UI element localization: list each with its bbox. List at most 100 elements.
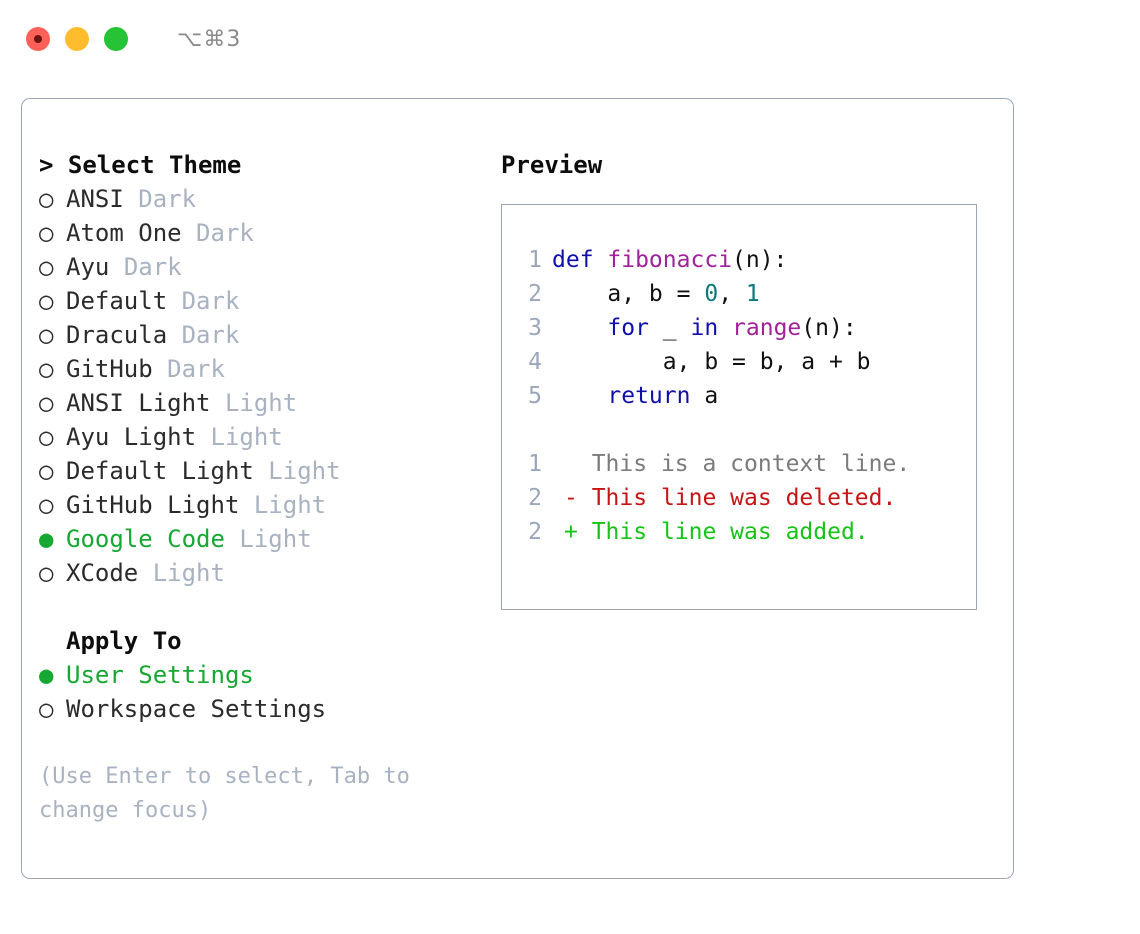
code-token-kw: in [690, 315, 719, 341]
keyboard-hint-text: (Use Enter to select, Tab to change focu… [39, 764, 424, 823]
diff-spacer [552, 481, 564, 515]
code-token-plain: , [718, 281, 746, 307]
theme-option-ansi-light[interactable]: ○ ANSI Light Light [39, 386, 479, 420]
theme-option-variant-tag: Light [253, 491, 327, 519]
radio-unselected-icon: ○ [39, 219, 54, 247]
recording-dot-icon [34, 35, 42, 43]
code-token-plain [552, 383, 607, 409]
theme-option-variant-tag: Dark [181, 321, 240, 349]
code-line: 2 a, b = 0, 1 [516, 277, 976, 311]
code-token-kw: return [607, 383, 691, 409]
code-token-num: 0 [704, 281, 719, 307]
code-diff-separator [516, 413, 976, 447]
theme-option-label: Dracula [66, 321, 168, 349]
code-token-fn: fibonacci [607, 247, 733, 273]
code-line-number: 2 [528, 281, 542, 307]
code-token-plain: a [690, 383, 719, 409]
theme-option-default-light[interactable]: ○Default Light Light [39, 454, 479, 488]
theme-selector-dialog: > Select Theme ○ANSI Dark○Atom One Dark○… [21, 98, 1014, 879]
code-line: 3 for _ in range(n): [516, 311, 976, 345]
diff-line-text: This is a context line. [577, 451, 911, 477]
keyboard-shortcut-label: ⌥⌘3 [177, 26, 242, 52]
diff-line-ctx: 1 This is a context line. [516, 447, 976, 481]
theme-option-variant-tag: Light [152, 559, 225, 587]
theme-option-label: ANSI Light [66, 389, 211, 417]
apply-to-option-label: User Settings [66, 661, 254, 689]
theme-option-label: ANSI [66, 185, 124, 213]
radio-selected-icon: ● [39, 661, 54, 689]
diff-sample-block: 1 This is a context line.2 - This line w… [516, 447, 976, 549]
theme-option-variant-tag: Dark [123, 253, 182, 281]
code-token-num: 1 [745, 281, 760, 307]
theme-option-ayu[interactable]: ○Ayu Dark [39, 250, 479, 284]
theme-option-variant-tag: Light [268, 457, 341, 485]
theme-option-label: GitHub [66, 355, 153, 383]
code-token-kw: def [552, 247, 608, 273]
theme-option-github-light[interactable]: ○GitHub Light Light [39, 488, 479, 522]
theme-option-label: Default [66, 287, 168, 315]
apply-to-option-user-settings[interactable]: ● User Settings [39, 658, 479, 692]
theme-option-github[interactable]: ○ GitHub Dark [39, 352, 479, 386]
diff-spacer [552, 447, 564, 481]
theme-option-variant-tag: Light [239, 525, 312, 553]
theme-option-atom-one[interactable]: ○ Atom One Dark [39, 216, 479, 250]
theme-option-label: Google Code [66, 525, 225, 553]
diff-line-number: 1 [528, 451, 542, 477]
theme-option-variant-tag: Dark [138, 185, 197, 213]
theme-option-default[interactable]: ○ Default Dark [39, 284, 479, 318]
theme-option-variant-tag: Light [224, 389, 298, 417]
window-titlebar: ⌥⌘3 [0, 0, 1140, 78]
preview-title: Preview [501, 151, 603, 179]
code-line-number: 3 [528, 315, 542, 341]
theme-option-label: Atom One [66, 219, 182, 247]
theme-option-ayu-light[interactable]: ○Ayu Light Light [39, 420, 479, 454]
code-token-plain: a, b = b, a + b [552, 349, 871, 375]
diff-sign: - [564, 485, 578, 511]
radio-unselected-icon: ○ [39, 287, 54, 315]
window-controls [26, 27, 128, 51]
theme-option-google-code[interactable]: ● Google Code Light [39, 522, 479, 556]
diff-line-add: 2 + This line was added. [516, 515, 976, 549]
code-token-kw: for [607, 315, 649, 341]
theme-option-variant-tag: Dark [196, 219, 254, 247]
code-token-plain: a, b = [552, 281, 705, 307]
apply-to-option-workspace-settings[interactable]: ○Workspace Settings [39, 692, 479, 726]
diff-line-text: This line was added. [577, 519, 869, 545]
theme-option-label: Default Light [66, 457, 254, 485]
diff-line-del: 2 - This line was deleted. [516, 481, 976, 515]
code-line-number: 1 [528, 247, 542, 273]
theme-option-variant-tag: Dark [181, 287, 240, 315]
radio-unselected-icon: ○ [39, 695, 54, 723]
code-line: 5 return a [516, 379, 976, 413]
maximize-button-icon[interactable] [104, 27, 128, 51]
diff-line-text: This line was deleted. [577, 485, 897, 511]
diff-spacer [552, 515, 564, 549]
code-token-plain: (n): [732, 247, 788, 273]
radio-unselected-icon: ○ [39, 559, 54, 587]
diff-sign: + [564, 519, 578, 545]
theme-option-dracula[interactable]: ○ Dracula Dark [39, 318, 479, 352]
close-button-icon[interactable] [26, 27, 50, 51]
theme-option-xcode[interactable]: ○ XCode Light [39, 556, 479, 590]
radio-unselected-icon: ○ [39, 253, 54, 281]
diff-line-number: 2 [528, 519, 542, 545]
radio-unselected-icon: ○ [39, 389, 54, 417]
code-line: 1 def fibonacci(n): [516, 243, 976, 277]
radio-unselected-icon: ○ [39, 321, 54, 349]
code-line-number: 5 [528, 383, 542, 409]
radio-unselected-icon: ○ [39, 355, 54, 383]
theme-list-column: > Select Theme ○ANSI Dark○Atom One Dark○… [39, 148, 479, 828]
radio-selected-icon: ● [39, 525, 54, 553]
theme-option-label: XCode [66, 559, 139, 587]
theme-option-variant-tag: Dark [167, 355, 225, 383]
apply-to-option-list[interactable]: ● User Settings ○Workspace Settings [39, 658, 479, 726]
minimize-button-icon[interactable] [65, 27, 89, 51]
theme-option-list[interactable]: ○ANSI Dark○Atom One Dark○Ayu Dark○Defaul… [39, 182, 479, 590]
code-token-fn: range [732, 315, 802, 341]
code-line-number: 4 [528, 349, 542, 375]
list-spacer [39, 590, 479, 624]
theme-option-ansi[interactable]: ○ANSI Dark [39, 182, 479, 216]
theme-option-variant-tag: Light [210, 423, 283, 451]
